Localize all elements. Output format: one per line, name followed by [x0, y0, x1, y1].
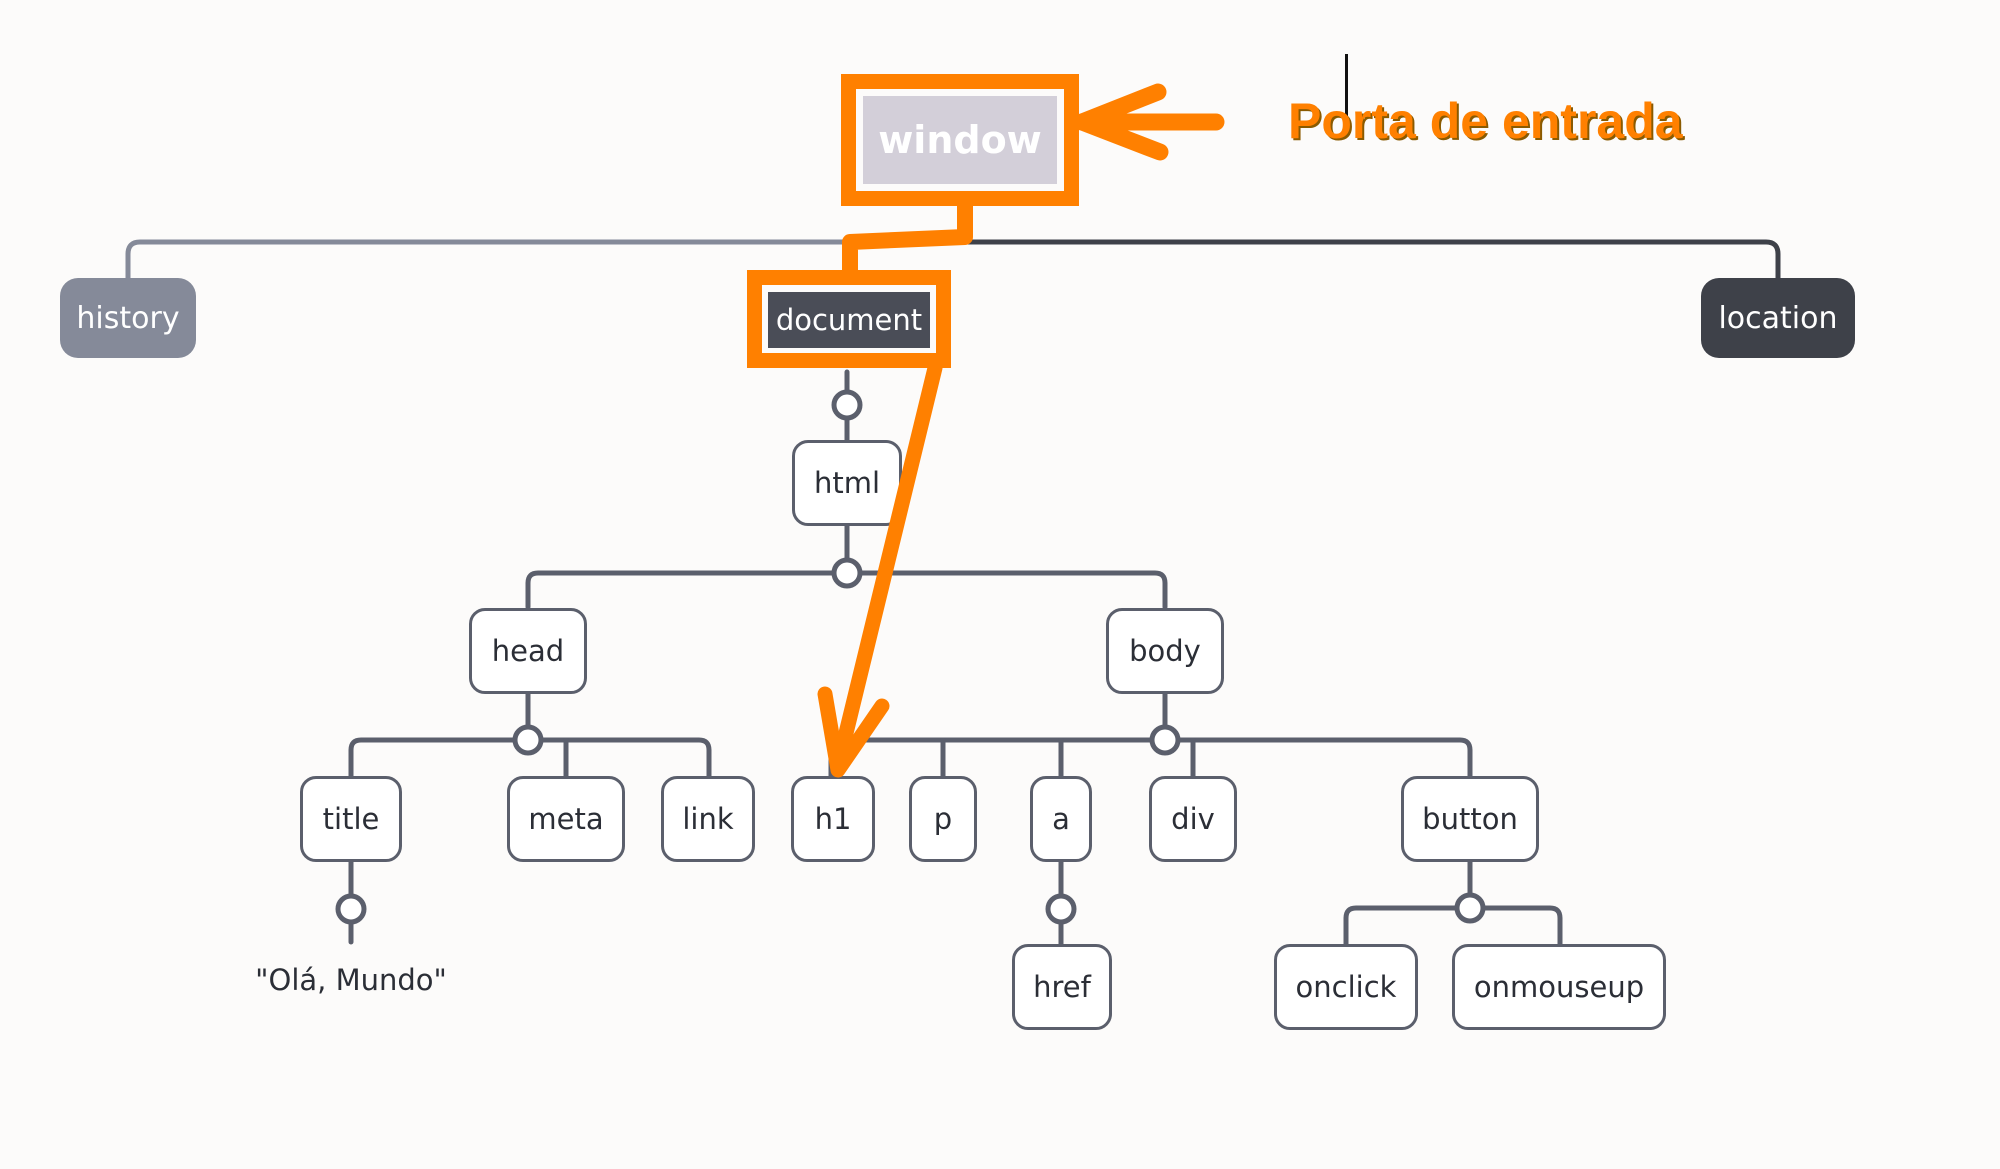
window-document-connector	[842, 198, 973, 278]
document-h1-arrow-head	[817, 686, 890, 778]
node-button: button	[1401, 776, 1539, 862]
node-head: head	[469, 608, 587, 694]
node-onclick: onclick	[1274, 944, 1418, 1030]
document-h1-arrow-shaft	[830, 360, 943, 774]
callout-arrow-head	[1073, 83, 1169, 161]
node-h1: h1	[791, 776, 875, 862]
node-p: p	[909, 776, 977, 862]
node-history: history	[60, 278, 196, 358]
node-div: div	[1149, 776, 1237, 862]
junction-button	[1454, 892, 1486, 924]
text-cursor	[1345, 54, 1348, 118]
node-document: document	[768, 292, 930, 348]
node-window: window	[863, 96, 1057, 184]
node-a: a	[1030, 776, 1092, 862]
window-highlight-frame	[841, 74, 1079, 206]
node-body: body	[1106, 608, 1224, 694]
node-onmouseup: onmouseup	[1452, 944, 1666, 1030]
text-node-ola-mundo: "Olá, Mundo"	[255, 963, 447, 997]
junction-document-html	[831, 389, 863, 421]
callout-label: Porta de entrada	[1288, 93, 1683, 149]
junction-head	[512, 724, 544, 756]
junction-a	[1045, 893, 1077, 925]
node-location: location	[1701, 278, 1855, 358]
node-meta: meta	[507, 776, 625, 862]
junction-title	[335, 893, 367, 925]
node-href: href	[1012, 944, 1112, 1030]
junction-html	[831, 557, 863, 589]
node-title: title	[300, 776, 402, 862]
document-highlight-frame	[747, 270, 951, 368]
node-link: link	[661, 776, 755, 862]
junction-body	[1149, 724, 1181, 756]
node-html: html	[792, 440, 902, 526]
